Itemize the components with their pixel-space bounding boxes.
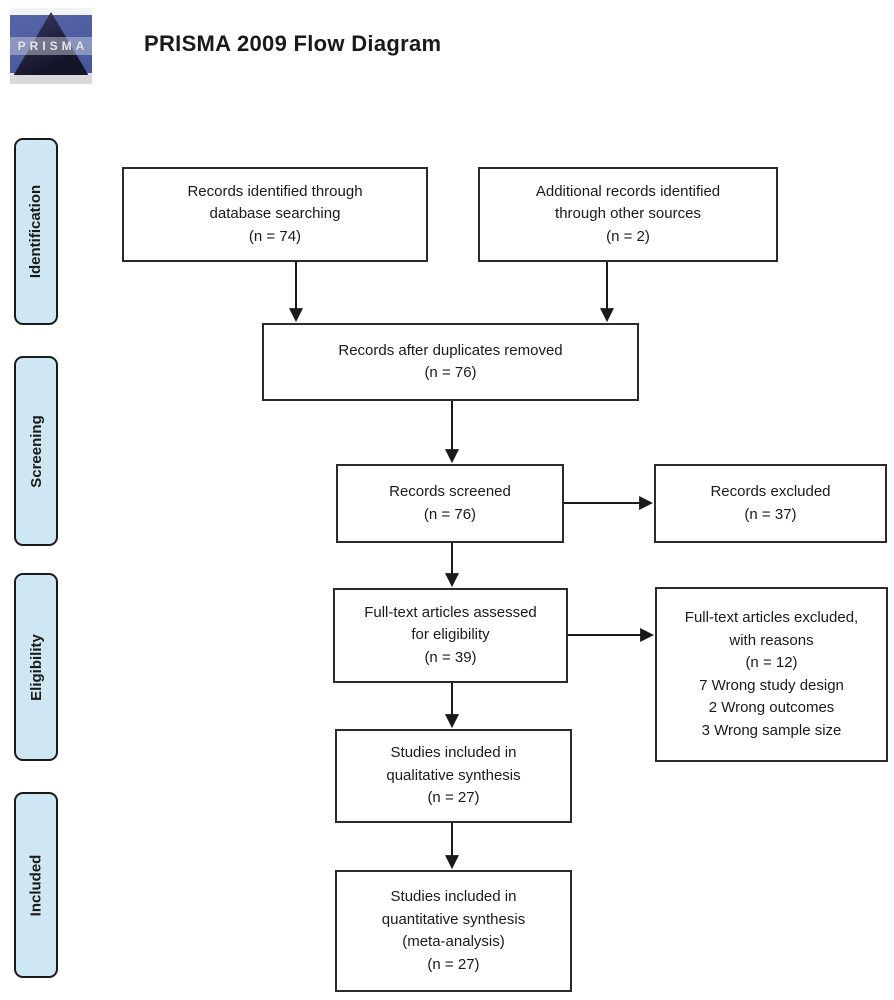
box-additional-records-text: Additional records identified through ot… — [535, 182, 721, 245]
stage-identification-label: Identification — [27, 184, 45, 279]
stage-identification: Identification — [14, 138, 58, 325]
box-qualitative-synthesis-text: Studies included in qualitative synthesi… — [386, 744, 521, 807]
box-fulltext-excluded: Full-text articles excluded, with reason… — [655, 587, 888, 762]
box-fulltext-assessed: Full-text articles assessed for eligibil… — [333, 588, 568, 683]
stage-eligibility: Eligibility — [14, 573, 58, 761]
box-after-duplicates-removed-text: Records after duplicates removed (n = 76… — [338, 341, 563, 382]
box-records-identified: Records identified through database sear… — [122, 167, 428, 262]
stage-eligibility-label: Eligibility — [27, 633, 45, 701]
stage-screening: Screening — [14, 356, 58, 546]
box-quantitative-synthesis-text: Studies included in quantitative synthes… — [381, 888, 526, 973]
box-quantitative-synthesis: Studies included in quantitative synthes… — [335, 870, 572, 992]
prisma-logo-footer-strip — [10, 75, 92, 84]
box-records-identified-text: Records identified through database sear… — [187, 182, 363, 245]
box-additional-records: Additional records identified through ot… — [478, 167, 778, 262]
box-fulltext-excluded-text: Full-text articles excluded, with reason… — [684, 609, 859, 739]
box-after-duplicates-removed: Records after duplicates removed (n = 76… — [262, 323, 639, 401]
box-records-screened-text: Records screened (n = 76) — [389, 483, 511, 523]
prisma-logo-wordmark: PRISMA — [10, 37, 92, 55]
stage-screening-label: Screening — [27, 414, 45, 488]
stage-included-label: Included — [27, 854, 45, 916]
box-records-excluded: Records excluded (n = 37) — [654, 464, 887, 543]
box-records-excluded-text: Records excluded (n = 37) — [710, 483, 831, 523]
page-title: PRISMA 2009 Flow Diagram — [144, 31, 442, 56]
box-records-screened: Records screened (n = 76) — [336, 464, 564, 543]
stage-included: Included — [14, 792, 58, 978]
prisma-logo: PRISMA — [10, 8, 92, 84]
box-qualitative-synthesis: Studies included in qualitative synthesi… — [335, 729, 572, 823]
box-fulltext-assessed-text: Full-text articles assessed for eligibil… — [364, 603, 537, 666]
prisma-logo-text: PRISMA — [17, 39, 89, 53]
